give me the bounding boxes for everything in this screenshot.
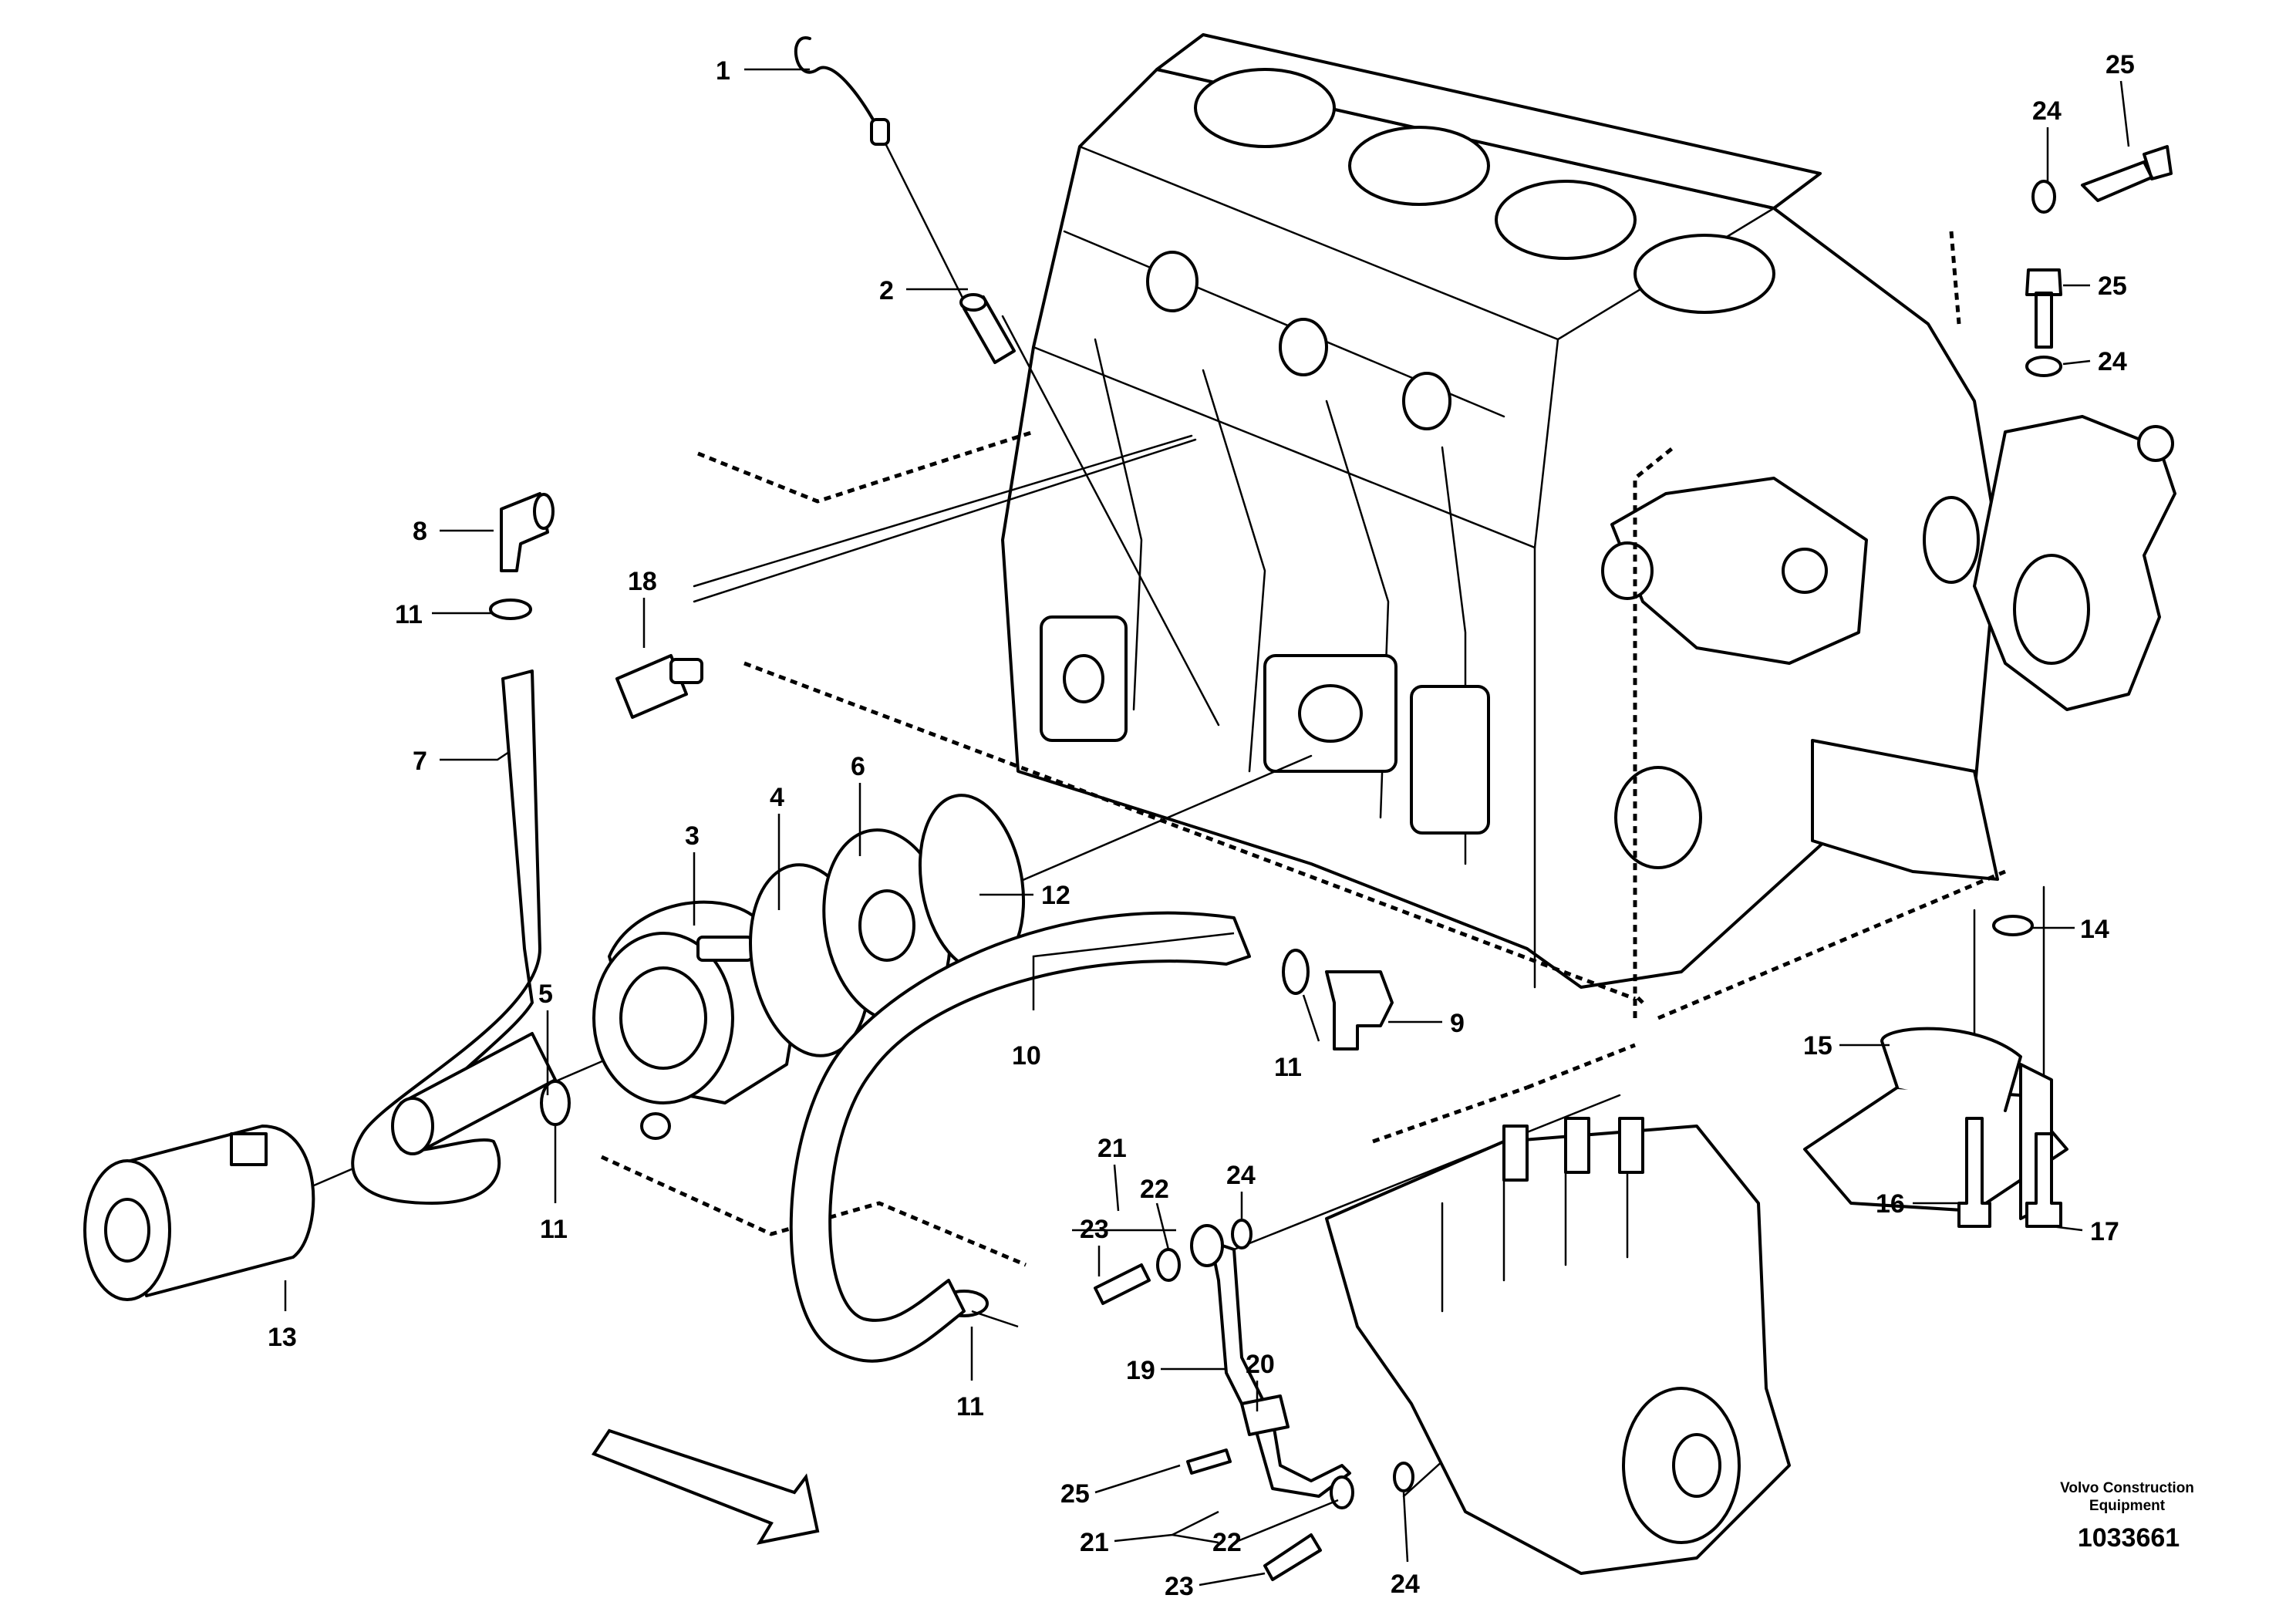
callout-11: 11: [395, 600, 423, 629]
bolt-25: [2025, 268, 2062, 349]
callout-10: 10: [1012, 1041, 1041, 1071]
callout-22: 22: [1140, 1175, 1169, 1204]
bolt-23: [1094, 1263, 1151, 1305]
callout-20: 20: [1246, 1350, 1275, 1379]
oil-hose-10: [789, 911, 1251, 1363]
oil-filter: [83, 1125, 315, 1301]
fuel-injection-pump: [1325, 1117, 1791, 1575]
washer-22: [1156, 1248, 1181, 1282]
callout-18: 18: [628, 567, 657, 596]
callout-21: 21: [1080, 1528, 1109, 1557]
callout-24: 24: [2032, 96, 2062, 126]
callout-22: 22: [1212, 1528, 1242, 1557]
bolt-17: [2025, 1132, 2062, 1228]
dashed-connection-lines: [600, 231, 2006, 1267]
callout-7: 7: [413, 747, 427, 776]
callout-4: 4: [770, 783, 784, 812]
callout-8: 8: [413, 517, 427, 546]
o-ring-14: [1992, 915, 2034, 936]
bolt-25: [2081, 145, 2173, 202]
front-direction-arrow: [591, 1428, 820, 1545]
callout-6: 6: [851, 752, 865, 781]
callout-25: 25: [1060, 1479, 1090, 1509]
washer-24: [1231, 1219, 1253, 1249]
callout-24: 24: [1226, 1161, 1256, 1190]
callout-leaders: [284, 68, 2130, 1587]
callout-2: 2: [879, 276, 894, 305]
callout-9: 9: [1450, 1009, 1465, 1038]
adapter-plate: [822, 828, 952, 1023]
callout-25: 25: [2098, 271, 2127, 301]
callout-labels: 1 2 8 11 18 7 3 4 6 12 5 10 9 11 11 13 1…: [268, 50, 2135, 1601]
callout-23: 23: [1080, 1215, 1109, 1244]
callout-11: 11: [540, 1215, 568, 1244]
callout-11: 11: [1274, 1053, 1302, 1082]
washer-24: [2031, 180, 2056, 214]
figure-credit: Volvo Construction Equipment 1033661: [2060, 1480, 2194, 1553]
oil-pipe-19: [1190, 1224, 1351, 1498]
dipstick: [794, 36, 977, 325]
callout-5: 5: [538, 980, 553, 1009]
hose-clamp: [540, 1080, 571, 1126]
bolt-25: [1186, 1448, 1232, 1475]
credit-line-1: Volvo Construction: [2060, 1480, 2194, 1496]
callout-13: 13: [268, 1323, 297, 1352]
elbow-fitting-9: [1325, 970, 1394, 1050]
credit-line-2: Equipment: [2089, 1498, 2166, 1514]
bolt-16: [1957, 1117, 1991, 1228]
callout-17: 17: [2090, 1217, 2119, 1246]
pipe-bracket-20: [1240, 1394, 1290, 1436]
cylinder-block: [1001, 33, 2176, 989]
callout-25: 25: [2106, 50, 2135, 79]
callout-24: 24: [2098, 347, 2127, 376]
callout-11: 11: [956, 1392, 984, 1421]
callout-14: 14: [2080, 915, 2109, 944]
callout-23: 23: [1165, 1572, 1194, 1601]
washer-22: [1330, 1475, 1354, 1509]
callout-12: 12: [1041, 881, 1070, 910]
document-number: 1033661: [2078, 1523, 2180, 1553]
oil-strainer: [1803, 1027, 2068, 1220]
hose-clamp: [1282, 949, 1310, 995]
oil-pressure-switch: [615, 654, 703, 719]
callout-15: 15: [1803, 1031, 1832, 1061]
hose-clamp: [489, 599, 532, 620]
callout-1: 1: [716, 56, 730, 86]
dipstick-tube: [959, 293, 1016, 364]
threaded-nipple: [391, 1032, 557, 1155]
bolt-23: [1263, 1533, 1322, 1581]
callout-16: 16: [1876, 1189, 1905, 1219]
callout-21: 21: [1097, 1134, 1127, 1163]
callout-19: 19: [1126, 1356, 1155, 1385]
washer-24: [2025, 356, 2062, 377]
elbow-fitting-8: [500, 492, 555, 572]
callout-3: 3: [685, 821, 700, 851]
washer-24: [1393, 1462, 1414, 1492]
callout-24: 24: [1391, 1570, 1420, 1599]
